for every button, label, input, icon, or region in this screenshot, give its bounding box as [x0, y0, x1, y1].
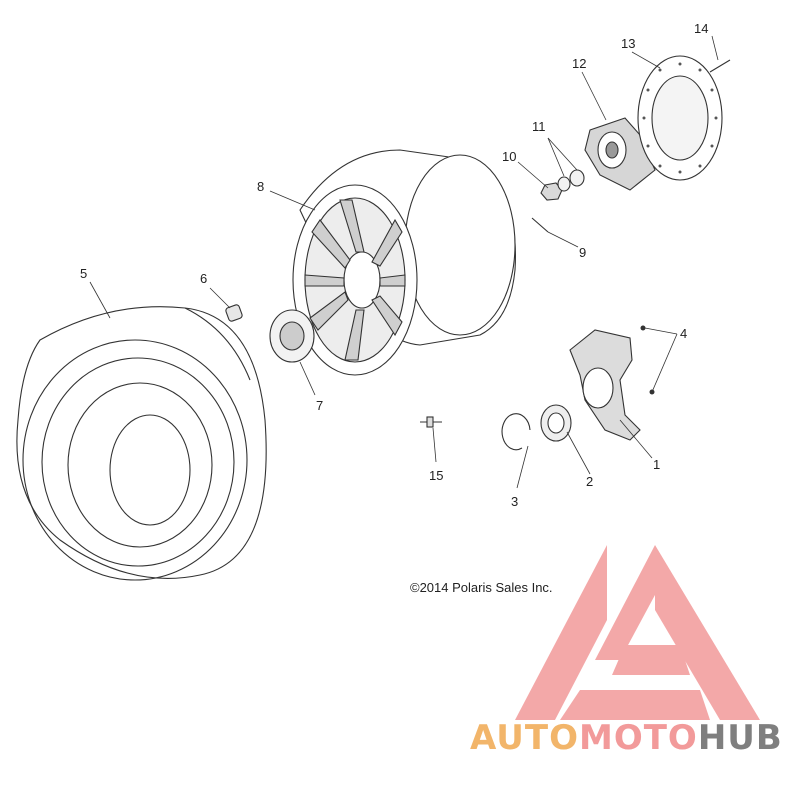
- callout-4: 4: [680, 326, 687, 341]
- center-cap: [269, 309, 315, 363]
- brake-disc: [637, 55, 723, 181]
- copyright-notice: ©2014 Polaris Sales Inc.: [410, 580, 553, 595]
- brand-moto: MOTO: [578, 718, 698, 758]
- tire: [16, 306, 267, 581]
- snap-ring: [501, 413, 531, 451]
- callout-9: 9: [579, 245, 586, 260]
- callout-labels: 1 2 3 4 5 6 7 8 9 10 11 12 13 14 15: [80, 21, 708, 509]
- wheel-bearing: [540, 404, 572, 442]
- callout-10: 10: [502, 149, 516, 164]
- callout-12: 12: [572, 56, 586, 71]
- callout-8: 8: [257, 179, 264, 194]
- brand-auto: AUTO: [470, 718, 579, 758]
- automotohub-logo: [515, 545, 760, 720]
- steering-knuckle: [569, 329, 641, 441]
- wheel-bolt: [420, 416, 442, 428]
- leader-lines: [89, 35, 719, 489]
- brand-hub: HUB: [697, 718, 783, 758]
- callout-2: 2: [586, 474, 593, 489]
- callout-15: 15: [429, 468, 443, 483]
- washers: [557, 169, 585, 192]
- callout-3: 3: [511, 494, 518, 509]
- callout-6: 6: [200, 271, 207, 286]
- castle-nut: [540, 182, 563, 201]
- wheel-hub: [584, 117, 656, 191]
- cotter-pin: [531, 217, 549, 233]
- callout-13: 13: [621, 36, 635, 51]
- callout-1: 1: [653, 457, 660, 472]
- callout-5: 5: [80, 266, 87, 281]
- callout-11: 11: [532, 119, 546, 134]
- automotohub-wordmark: AUTOMOTOHUB: [470, 718, 783, 758]
- disc-bolt: [709, 59, 731, 73]
- grease-fittings: [640, 325, 655, 395]
- valve-stem: [225, 304, 243, 322]
- callout-14: 14: [694, 21, 708, 36]
- callout-7: 7: [316, 398, 323, 413]
- wheel-rim: [292, 149, 517, 376]
